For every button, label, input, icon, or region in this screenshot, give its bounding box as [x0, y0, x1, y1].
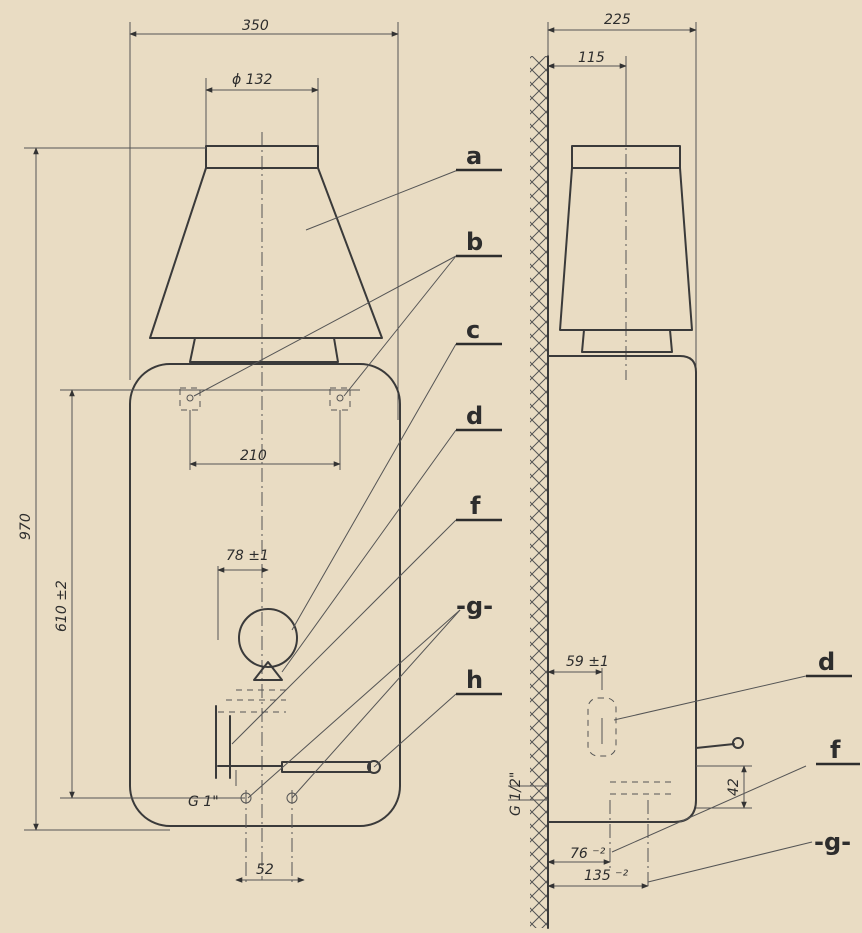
dim-connection-g-half: G 1/2"	[508, 772, 524, 816]
label-a: a	[466, 142, 482, 170]
front-view: 350 ϕ 132 970 610 ±2 210	[18, 18, 502, 884]
leader-h	[373, 693, 457, 768]
dim-side-height: 42	[726, 778, 742, 796]
label-h: h	[466, 666, 483, 694]
side-view: 225 115 59 ±1 G 1/2" 42	[508, 12, 860, 929]
pilot-triangle-icon	[253, 661, 283, 681]
dim-flue-diameter: ϕ 132	[232, 72, 273, 88]
side-draught-hood	[559, 167, 693, 331]
wall-hatching	[530, 56, 548, 928]
leader-g1	[247, 609, 461, 799]
side-leader-f	[611, 765, 807, 853]
dim-sight-offset: 78 ±1	[226, 548, 269, 564]
dim-valve-offset: 59 ±1	[566, 654, 609, 670]
leader-a	[305, 169, 459, 231]
dim-bracket-spacing: 210	[240, 448, 267, 464]
leader-d	[281, 429, 457, 673]
flue-collar	[205, 145, 319, 169]
label-b: b	[466, 228, 483, 256]
leader-b1	[193, 255, 457, 397]
burner-inlet-pipe	[215, 705, 231, 779]
dim-depth: 225	[604, 12, 631, 28]
side-control-knob	[732, 737, 744, 749]
side-valve-hidden	[587, 697, 617, 757]
label-f: f	[470, 492, 481, 520]
label-g: -g-	[456, 592, 493, 620]
side-label-f: f	[830, 736, 841, 764]
dim-pipe-f-depth: 76 ⁻²	[570, 846, 606, 862]
dim-connection-g: G 1"	[188, 794, 219, 810]
label-c: c	[466, 316, 480, 344]
leader-f	[231, 519, 457, 745]
dim-flue-offset: 115	[578, 50, 605, 66]
hood-base	[189, 337, 339, 363]
leader-c	[291, 343, 457, 631]
heater-body	[129, 363, 401, 827]
side-label-g: -g-	[814, 828, 851, 856]
dim-overall-height: 970	[18, 513, 34, 540]
control-knob	[367, 760, 381, 774]
side-pipe-hidden	[610, 781, 676, 795]
side-leader-g	[647, 841, 813, 883]
bracket-left	[179, 387, 201, 411]
leader-b2	[343, 255, 457, 397]
dim-overall-width: 350	[242, 18, 269, 34]
bracket-right-hole	[336, 394, 344, 402]
side-heater-body	[547, 355, 697, 823]
label-d: d	[466, 402, 483, 430]
side-label-d: d	[818, 648, 835, 676]
bracket-left-hole	[186, 394, 194, 402]
side-hood-base	[581, 329, 673, 353]
side-flue-collar	[571, 145, 681, 169]
dim-mount-height: 610 ±2	[54, 580, 70, 632]
leader-g2	[291, 609, 461, 799]
control-rod	[281, 761, 371, 773]
side-leader-d	[613, 675, 807, 721]
dim-pipe-g-depth: 135 ⁻²	[584, 868, 629, 884]
burner-pipe-hidden	[218, 689, 286, 713]
bracket-right	[329, 387, 351, 411]
dim-pipe-spacing: 52	[256, 862, 274, 878]
side-control-rod	[695, 743, 735, 749]
draught-hood	[149, 167, 383, 339]
sight-glass	[238, 608, 298, 668]
